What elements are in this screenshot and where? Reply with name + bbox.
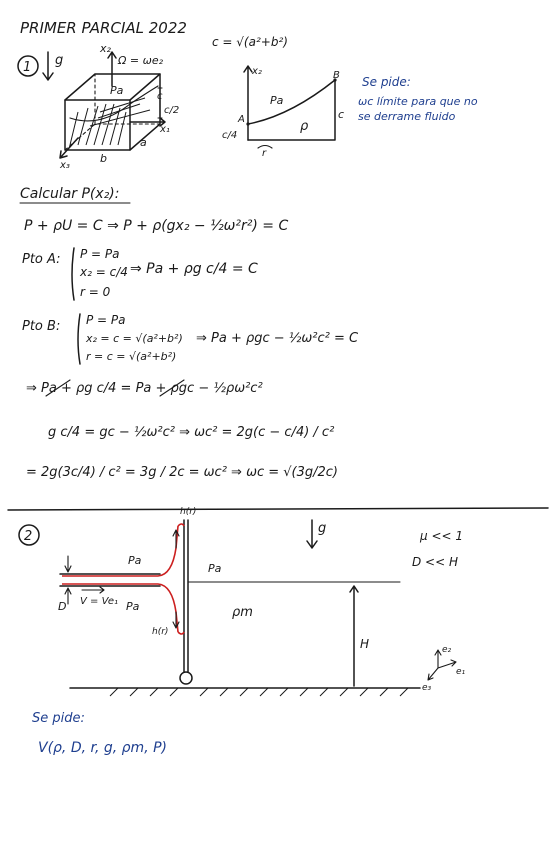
- point-b-line3: r = c = √(a²+b²): [86, 350, 176, 363]
- profile-c-label: c: [338, 108, 344, 121]
- box-x2-label: x₂: [99, 42, 112, 55]
- problem2-number: 2: [24, 529, 32, 544]
- exam-title: PRIMER PARCIAL 2022: [20, 19, 187, 37]
- gravity-arrow-icon: [306, 519, 318, 549]
- profile-pa-label: Pa: [270, 94, 284, 107]
- gravity-arrow-icon: [42, 51, 54, 81]
- fluid-profile-diagram: [243, 65, 337, 149]
- box-c2-label: c/2: [164, 105, 179, 116]
- problem1-ask-line1: ωc límite para que no: [358, 95, 478, 108]
- film-height-top-label: h(r): [180, 507, 196, 517]
- rotating-box-diagram: [59, 51, 166, 159]
- omega-label: Ω = ωe₂: [117, 54, 164, 67]
- solving-equation: g c/4 = gc − ½ω²c² ⇒ ωc² = 2g(c − c/4) /…: [48, 425, 334, 440]
- profile-r-label: r: [262, 148, 267, 159]
- problem2-gravity-label: g: [318, 521, 326, 536]
- problem2-ask-title: Se pide:: [32, 711, 85, 726]
- point-a-line3: r = 0: [80, 285, 111, 299]
- equating-equation: ⇒ Pa + ρg c/4 = Pa + ρgc − ½ρω²c²: [26, 381, 263, 396]
- profile-x2-label: x₂: [251, 66, 262, 77]
- point-b-line1: P = Pa: [86, 313, 126, 327]
- problem1-number-circle: [17, 55, 39, 77]
- pa-right-label: Pa: [208, 562, 222, 575]
- hypotenuse-relation: c = √(a²+b²): [212, 35, 288, 49]
- problem1-gravity-label: g: [55, 53, 63, 68]
- profile-rho-label: ρ: [300, 119, 309, 134]
- box-c-label: c: [157, 91, 163, 102]
- problem2-ask-expr: V(ρ, D, r, g, ρm, P): [38, 740, 167, 756]
- box-x3-label: x₃: [59, 160, 70, 171]
- coordinate-axes-icon: [427, 649, 457, 681]
- problem1-ask-line2: se derrame fluido: [358, 110, 456, 123]
- calc-title: Calcular P(x₂):: [20, 186, 119, 202]
- pa-top-label: Pa: [128, 554, 142, 567]
- height-h-label: H: [360, 637, 369, 651]
- box-x1-label: x₁: [159, 124, 170, 135]
- plate-jet-diagram: [59, 519, 421, 697]
- diameter-label: D: [58, 600, 66, 613]
- point-a-line1: P = Pa: [80, 247, 120, 261]
- film-height-bottom-label: h(r): [152, 627, 168, 637]
- energy-equation: P + ρU = C ⇒ P + ρ(gx₂ − ½ω²r²) = C: [24, 218, 288, 234]
- point-b-label: Pto B:: [22, 319, 60, 334]
- e2-label: e₂: [442, 645, 452, 655]
- point-b-brace: [77, 313, 81, 365]
- box-b-label: b: [100, 152, 107, 165]
- point-a-brace: [71, 247, 75, 301]
- box-a-label: a: [140, 136, 147, 149]
- condition-thin-film: D << H: [412, 555, 458, 569]
- point-b-result: ⇒ Pa + ρgc − ½ω²c² = C: [196, 331, 359, 346]
- pa-left-label: Pa: [126, 600, 140, 613]
- point-a-line2: x₂ = c/4: [79, 265, 128, 279]
- section-divider: [7, 507, 549, 511]
- profile-point-a: A: [237, 114, 245, 125]
- box-pa-label: Pa: [110, 84, 124, 97]
- point-a-result: ⇒ Pa + ρg c/4 = C: [130, 261, 258, 277]
- cancel-marks: [45, 379, 185, 397]
- rho-m-label: ρm: [232, 605, 253, 620]
- profile-point-b: B: [333, 70, 340, 81]
- e1-label: e₁: [456, 667, 466, 677]
- problem1-ask-title: Se pide:: [362, 75, 411, 89]
- velocity-label: V = Ve₁: [80, 596, 118, 607]
- e3-label: e₃: [422, 683, 432, 693]
- condition-viscosity: μ << 1: [419, 529, 463, 543]
- problem2-number-circle: [18, 524, 40, 546]
- problem1-number: 1: [23, 60, 31, 75]
- profile-c4-label: c/4: [222, 130, 237, 141]
- point-a-label: Pto A:: [22, 252, 61, 267]
- point-b-line2: x₂ = c = √(a²+b²): [85, 332, 183, 345]
- final-result: = 2g(3c/4) / c² = 3g / 2c = ωc² ⇒ ωc = √…: [26, 465, 338, 480]
